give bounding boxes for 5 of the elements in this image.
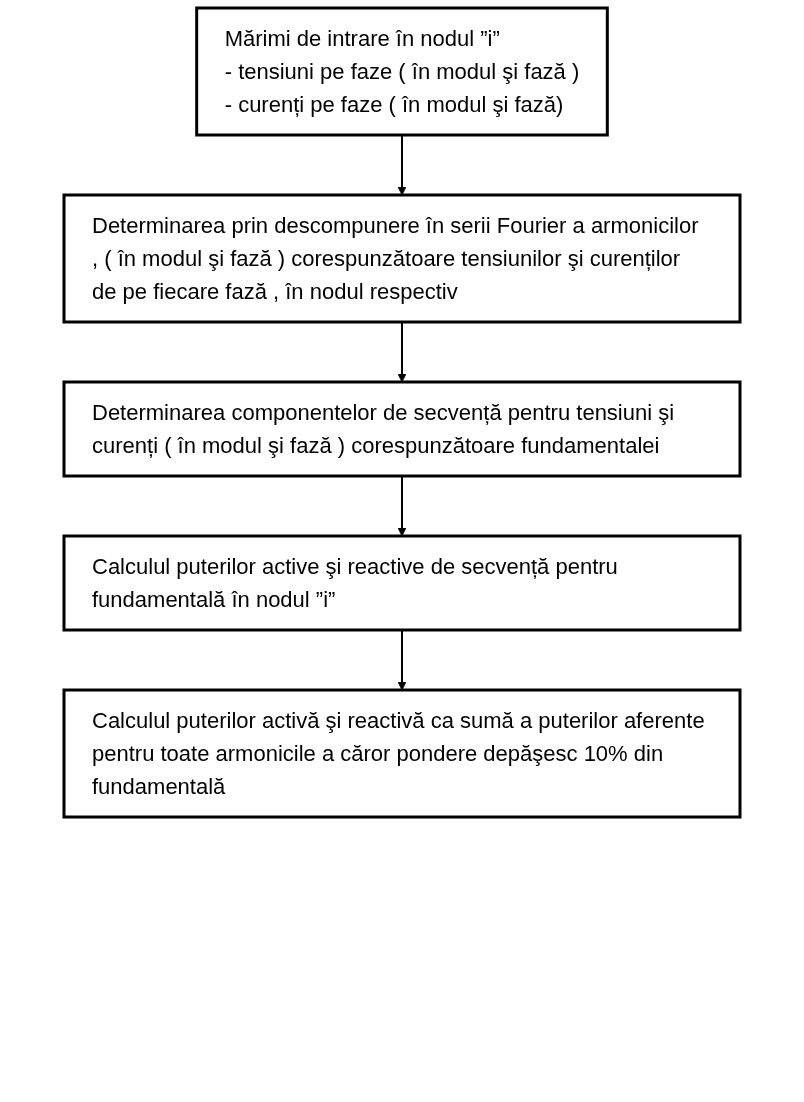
- node-box: Determinarea componentelor de secvență pentru tensiuni şi curenți ( în modul şi fază ) corespunzătoare fundamentalei: [62, 380, 742, 478]
- node-box: Determinarea prin descompunere în serii Fourier a armonicilor , ( în modul şi fază ) corespunzătoare tensiunilor şi curenților de pe fiecare fază , în nodul respectiv: [62, 193, 742, 324]
- node-box: Mărimi de intrare în nodul ”i” - tensiuni pe faze ( în modul şi fază ) - curenți pe faze ( în modul şi fază): [195, 6, 609, 137]
- node-box: Calculul puterilor active şi reactive de secvență pentru fundamentală în nodul ”i”: [62, 534, 742, 632]
- node-box: Calculul puterilor activă şi reactivă ca sumă a puterilor aferente pentru toate armonicile a căror pondere depăşesc 10% din fundamentală: [62, 688, 742, 819]
